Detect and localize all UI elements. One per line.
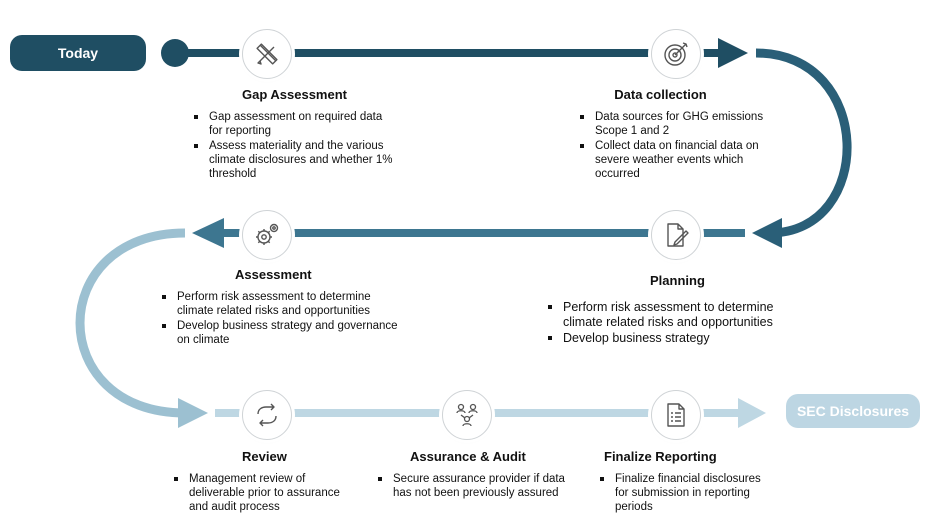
left-curve-arrowhead [178,398,208,428]
people-network-icon [456,403,478,427]
row2-line [220,229,745,237]
cycle-arrows-icon [257,403,277,427]
assessment-node [242,210,292,260]
gap-assessment-node [242,29,292,79]
gears-icon [256,223,279,245]
step-title: Assessment [235,267,312,282]
row1-arrow [718,38,748,68]
step-bullet: Perform risk assessment to determine cli… [546,300,806,330]
step-planning: Planning Perform risk assessment to dete… [546,273,806,347]
pencil-ruler-icon [256,43,278,65]
step-title: Gap Assessment [241,87,347,102]
step-bullet: Finalize financial disclosures for submi… [598,472,773,514]
step-review: Review Management review of deliverable … [172,450,362,515]
left-curve [75,228,186,418]
step-data-collection: Data collection Data sources for GHG emi… [578,88,788,182]
step-assurance-audit: Assurance & Audit Secure assurance provi… [376,450,571,501]
step-bullet: Assess materiality and the various clima… [192,139,397,181]
step-bullet: Gap assessment on required data for repo… [192,110,397,138]
data-collection-node [651,29,701,79]
step-title: Data collection [614,87,707,102]
sec-disclosures-label: SEC Disclosures [786,394,920,428]
step-title: Planning [650,273,705,288]
step-title: Review [242,449,287,464]
today-label: Today [10,35,146,71]
step-bullet: Management review of deliverable prior t… [172,472,362,514]
planning-node [651,210,701,260]
step-bullet: Develop business strategy and governance… [160,319,400,347]
step-title: Assurance & Audit [410,449,526,464]
row1-line [175,49,720,57]
checklist-icon [667,403,685,427]
finalize-node [651,390,701,440]
target-icon [664,42,688,66]
review-node [242,390,292,440]
step-bullet: Data sources for GHG emissions Scope 1 a… [578,110,788,138]
step-bullet: Collect data on financial data on severe… [578,139,788,181]
step-title: Finalize Reporting [604,449,717,464]
row2-arrow [192,218,224,248]
step-bullet: Secure assurance provider if data has no… [376,472,571,500]
right-curve [755,48,852,238]
step-finalize-reporting: Finalize Reporting Finalize financial di… [598,450,773,515]
step-bullet: Perform risk assessment to determine cli… [160,290,400,318]
row3-arrow [738,398,766,428]
step-bullet: Develop business strategy [546,331,806,346]
step-gap-assessment: Gap Assessment Gap assessment on require… [192,88,397,182]
step-assessment: Assessment Perform risk assessment to de… [160,268,400,348]
assurance-node [442,390,492,440]
right-curve-arrowhead [752,218,782,248]
document-pen-icon [667,223,689,247]
